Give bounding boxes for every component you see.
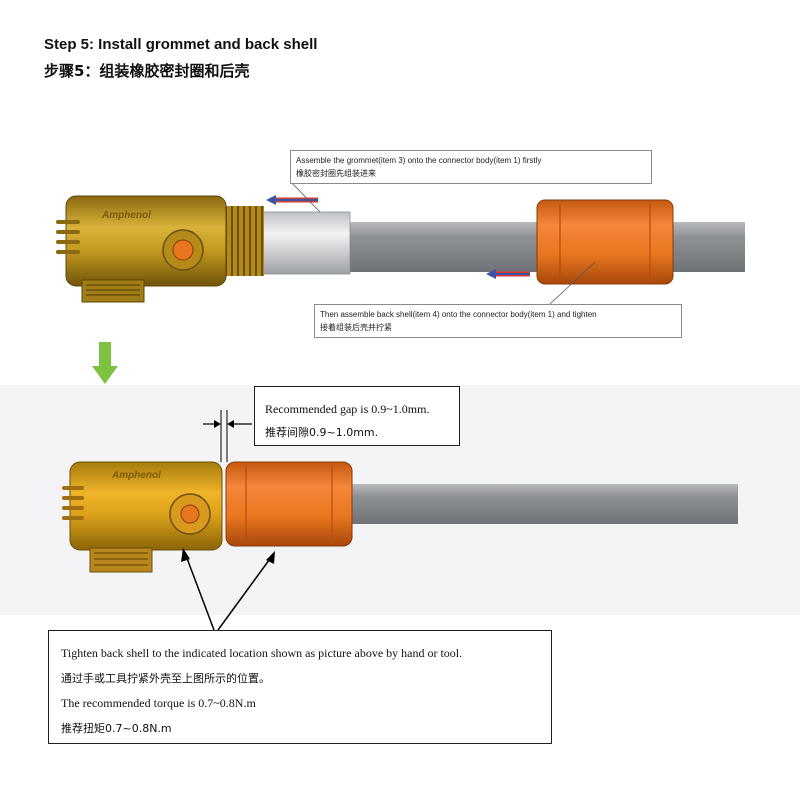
callout-tighten-line4: 推荐扭矩0.7~0.8N.m — [61, 722, 172, 735]
leader-grommet — [289, 180, 321, 213]
callout-tighten-line3: The recommended torque is 0.7~0.8N.m — [61, 696, 256, 710]
callout-tighten-line1: Tighten back shell to the indicated loca… — [61, 646, 463, 660]
grommet-top — [261, 211, 351, 275]
insert-arrow-backshell — [486, 269, 530, 279]
callout-gap: Recommended gap is 0.9~1.0mm. 推荐间隙0.9~1.… — [254, 386, 460, 446]
callout-backshell: Then assemble back shell(item 4) onto th… — [314, 304, 682, 338]
callout-gap-en: Recommended gap is 0.9~1.0mm. — [265, 402, 430, 416]
pointer-lines — [181, 548, 275, 631]
step-title-cn: 步骤5：组装橡胶密封圈和后壳 — [44, 62, 250, 80]
back-shell-top — [536, 199, 674, 285]
callout-backshell-cn: 接着组装后壳并拧紧 — [320, 323, 392, 332]
callout-tighten-line2: 通过手或工具拧紧外壳至上图所示的位置。 — [61, 672, 270, 685]
connector-body-bottom — [62, 461, 223, 573]
callout-grommet-cn: 橡胶密封圈先组装进来 — [296, 169, 376, 178]
down-arrow-icon — [92, 342, 118, 384]
brand-logo-top: Amphenol — [102, 210, 151, 221]
callout-backshell-en: Then assemble back shell(item 4) onto th… — [320, 310, 597, 319]
cable-bottom — [340, 484, 738, 524]
connector-body-top — [56, 195, 227, 303]
gap-dimension-marker — [203, 410, 252, 462]
callout-gap-cn: 推荐间隙0.9~1.0mm. — [265, 426, 379, 439]
back-shell-bottom — [225, 461, 353, 547]
callout-grommet-en: Assemble the grommet(item 3) onto the co… — [296, 156, 542, 165]
leader-backshell — [549, 261, 596, 305]
brand-logo-bottom: Amphenol — [112, 470, 161, 481]
thread-top — [222, 206, 264, 276]
callout-grommet: Assemble the grommet(item 3) onto the co… — [290, 150, 652, 184]
step-title-en: Step 5: Install grommet and back shell — [44, 36, 318, 53]
insert-arrow-grommet — [266, 195, 318, 205]
callout-tighten: Tighten back shell to the indicated loca… — [48, 630, 552, 744]
